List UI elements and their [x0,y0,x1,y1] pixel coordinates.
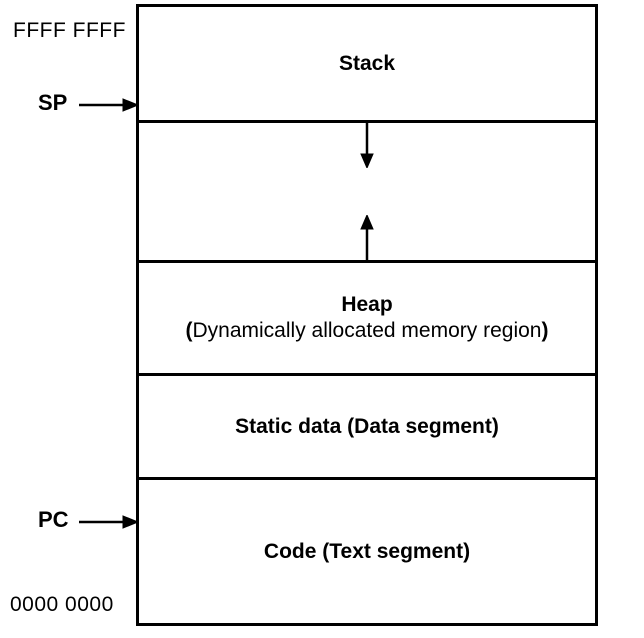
segment-static-data: Static data (Data segment) [139,376,595,480]
segment-stack: Stack [139,7,595,123]
segment-code: Code (Text segment) [139,480,595,623]
arrow-up-icon [360,215,374,260]
pc-register-label: PC [38,507,69,532]
address-bottom-label: 0000 0000 [10,593,114,616]
arrow-down-icon [360,123,374,168]
pc-arrow-icon [79,515,138,529]
sp-arrow-icon [79,98,138,112]
segment-heap: Heap (Dynamically allocated memory regio… [139,263,595,376]
address-top-label: FFFF FFFF [13,19,126,42]
heap-subtitle: (Dynamically allocated memory region) [186,318,549,344]
segment-free-space [139,123,595,263]
static-data-label: Static data (Data segment) [235,414,499,438]
heap-subtitle-open-paren: ( [185,319,193,342]
memory-map: Stack Heap (Dynamically allocated memory… [136,4,598,626]
code-label: Code (Text segment) [263,539,471,563]
heap-subtitle-text: Dynamically allocated memory region [192,319,542,342]
sp-register-label: SP [38,90,68,115]
heap-subtitle-close-paren: ) [541,319,549,342]
heap-label: Heap [341,293,393,316]
stack-label: Stack [338,51,396,75]
